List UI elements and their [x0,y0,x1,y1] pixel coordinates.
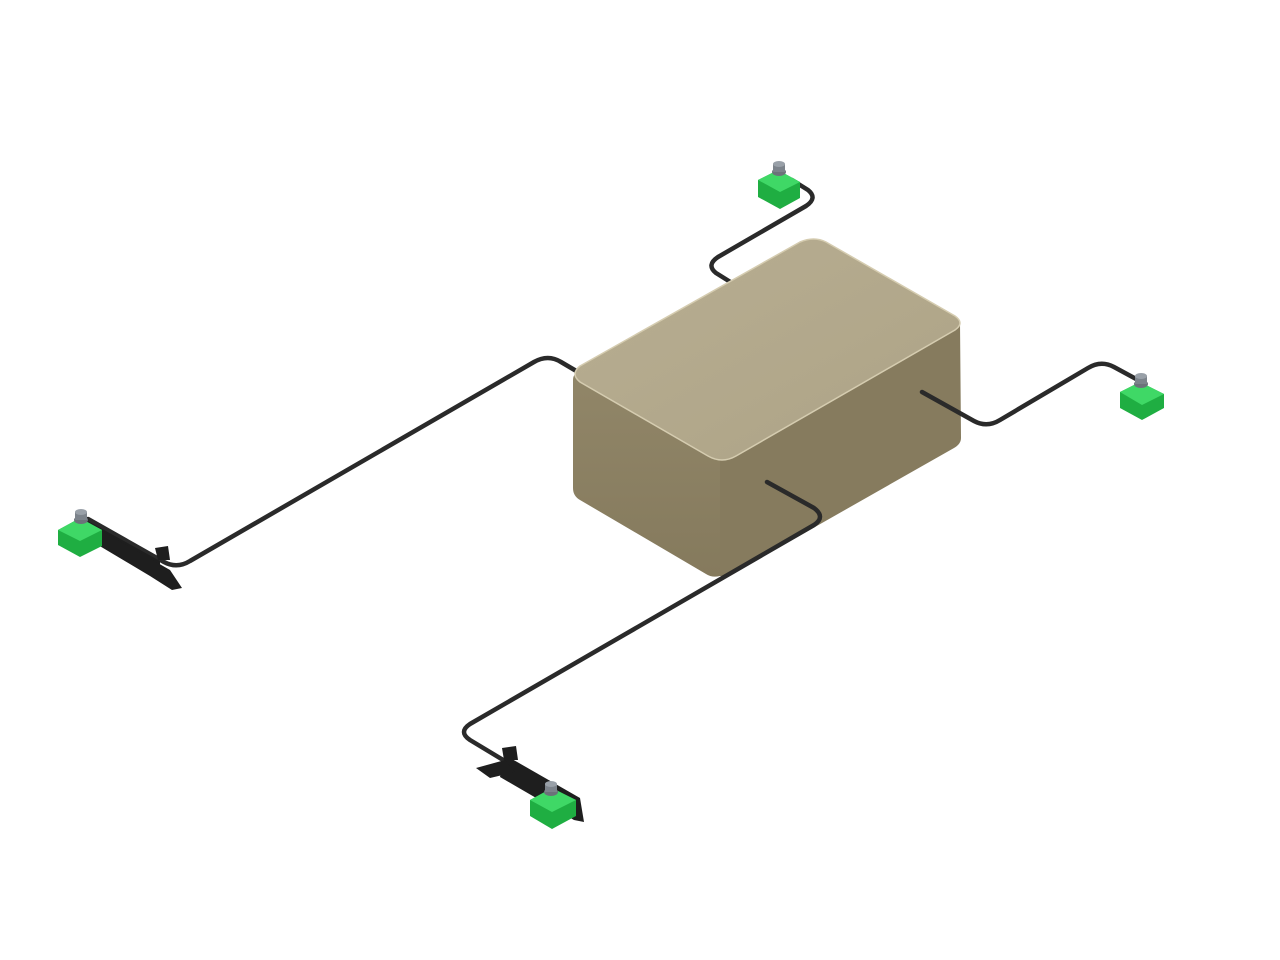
cable-right [919,361,1141,427]
enclosure-right-face [720,322,961,577]
sensor-top[interactable] [758,161,800,209]
enclosure-top-face [574,238,961,461]
sensor-front[interactable] [530,781,576,829]
bracket-left [86,520,182,590]
enclosure-left-face [573,372,720,577]
cable-front [461,479,823,790]
cable-left [85,355,581,568]
enclosure-box[interactable] [573,238,961,577]
cable-top [709,177,815,286]
sensor-right[interactable] [1120,373,1164,420]
sensor-left[interactable] [58,509,102,557]
